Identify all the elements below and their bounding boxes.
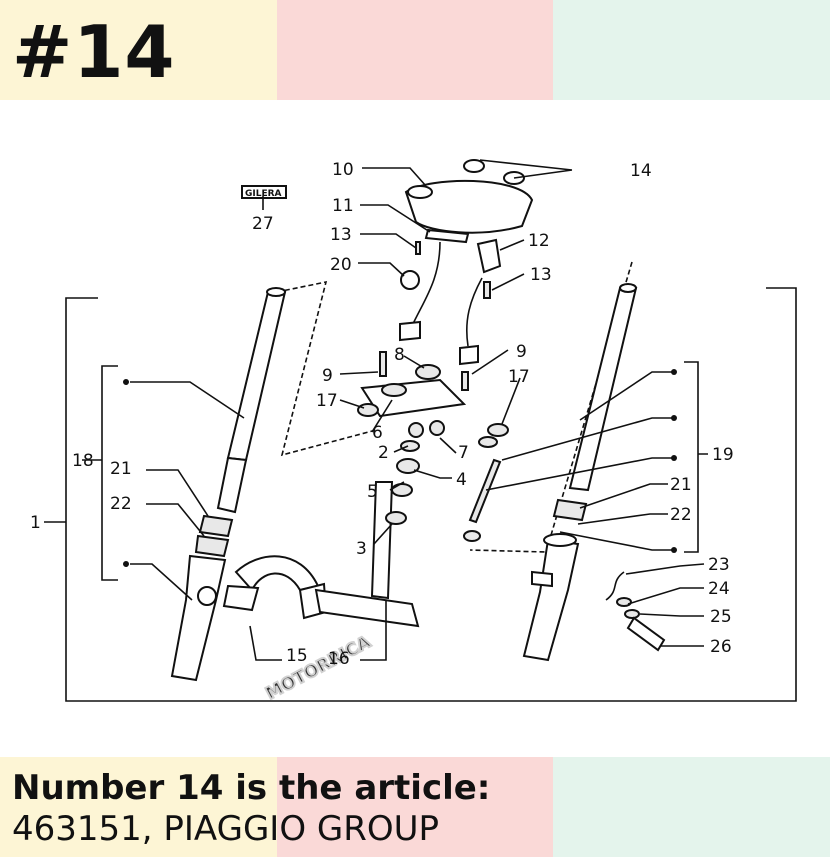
band-pink [277, 0, 553, 100]
callout-21-left: 21 [110, 459, 132, 479]
left-fork-leg [170, 287, 287, 682]
callout-23: 23 [708, 555, 730, 575]
callout-1: 1 [30, 513, 41, 533]
callout-7: 7 [458, 443, 469, 463]
leader-lines [44, 159, 708, 661]
item-number-heading: #14 [12, 10, 176, 94]
callout-11: 11 [332, 196, 354, 216]
callout-3: 3 [356, 539, 367, 559]
callout-12: 12 [528, 231, 550, 251]
callout-25: 25 [710, 607, 732, 627]
frame-outline [65, 287, 797, 702]
callout-9-right: 9 [516, 342, 527, 362]
instrument-panel [399, 159, 534, 366]
lower-yoke [222, 481, 420, 628]
callout-22-right: 22 [670, 505, 692, 525]
caption-band [0, 757, 830, 857]
callout-10: 10 [332, 160, 354, 180]
band-green [553, 0, 830, 100]
exploded-parts-diagram: MOTORRICA [30, 159, 797, 705]
caption-value: 463151, PIAGGIO GROUP [12, 809, 440, 849]
callout-19: 19 [712, 445, 734, 465]
watermark: MOTORRICA [263, 632, 375, 704]
callout-13-left: 13 [330, 225, 352, 245]
callout-15: 15 [286, 646, 308, 666]
bracket-18 [101, 365, 118, 581]
caption-title: Number 14 is the article: [12, 768, 491, 808]
callout-27: 27 [252, 214, 274, 234]
bullet-markers [123, 369, 677, 567]
band-yellow [0, 757, 277, 857]
callout-6: 6 [372, 423, 383, 443]
callout-9-left: 9 [322, 366, 333, 386]
band-yellow [0, 0, 277, 100]
axle-hardware [463, 436, 666, 652]
callout-8: 8 [394, 345, 405, 365]
callout-21-right: 21 [670, 475, 692, 495]
decal-text: GILERA [245, 189, 282, 199]
callout-13-right: 13 [530, 265, 552, 285]
band-pink [277, 757, 553, 857]
band-green [553, 757, 830, 857]
callout-24: 24 [708, 579, 730, 599]
callout-18: 18 [72, 451, 94, 471]
callout-17-left: 17 [316, 391, 338, 411]
callout-22-left: 22 [110, 494, 132, 514]
callout-2: 2 [378, 443, 389, 463]
callout-16: 16 [328, 649, 350, 669]
callout-20: 20 [330, 255, 352, 275]
callout-26: 26 [710, 637, 732, 657]
callout-14: 14 [630, 161, 652, 181]
callout-17-right: 17 [508, 367, 530, 387]
bracket-19 [684, 361, 699, 553]
gilera-decal: GILERA [241, 185, 287, 199]
callout-5: 5 [367, 482, 378, 502]
stem-hardware [385, 420, 445, 525]
header-band [0, 0, 830, 100]
right-fork-leg [522, 283, 638, 662]
callout-4: 4 [456, 470, 467, 490]
